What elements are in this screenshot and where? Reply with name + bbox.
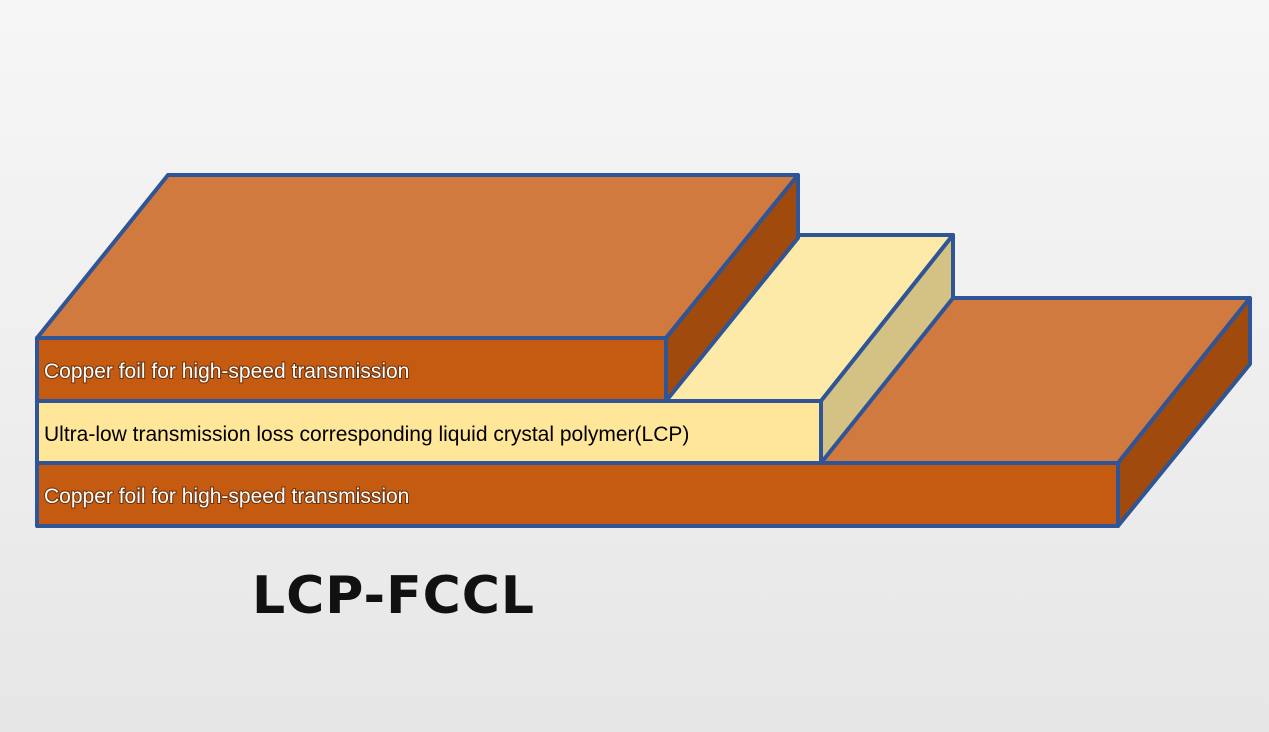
top-copper-label: Copper foil for high-speed transmission bbox=[44, 360, 409, 383]
top-copper-front-face bbox=[35, 336, 668, 403]
top-copper-layer bbox=[35, 173, 800, 403]
diagram-title: LCP-FCCL bbox=[252, 566, 536, 626]
lcp-label: Ultra-low transmission loss correspondin… bbox=[44, 423, 689, 446]
bottom-copper-label: Copper foil for high-speed transmission bbox=[44, 485, 409, 508]
